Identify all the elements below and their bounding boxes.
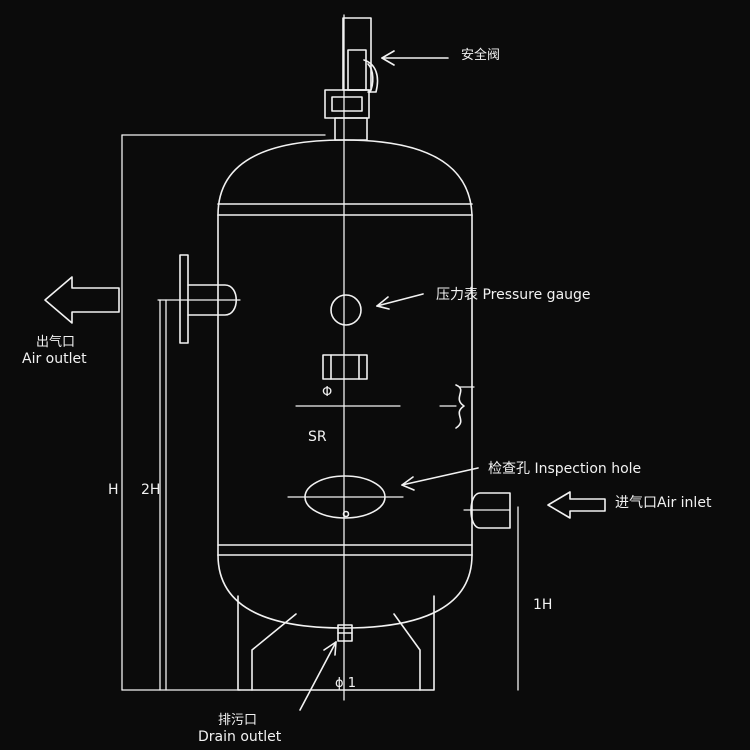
- inlet-arrow: [547, 491, 606, 519]
- drain-outlet: [299, 624, 353, 711]
- outlet-arrow: [44, 276, 120, 324]
- air-outlet-label-en: Air outlet: [22, 351, 87, 367]
- air-outlet-nozzle: [157, 254, 241, 344]
- phi1-label: ϕ 1: [335, 676, 356, 691]
- sr-label: SR: [308, 429, 327, 445]
- dimension-2h-label: 2H: [141, 482, 161, 498]
- dimension-h: [121, 134, 326, 691]
- dimension-1h-label: 1H: [533, 597, 553, 613]
- drain-outlet-label-cn: 排污口: [218, 713, 258, 728]
- air-outlet-label-cn: 出气口: [36, 335, 76, 350]
- phi-fitting: [322, 354, 368, 380]
- dimension-h-label: H: [108, 482, 119, 498]
- pressure-gauge-leader: [376, 293, 424, 307]
- safety-valve: [324, 17, 379, 141]
- tank-legs: [237, 595, 435, 691]
- phi-label: Φ: [322, 385, 333, 400]
- safety-valve-label: 安全阀: [461, 48, 501, 63]
- pressure-gauge-port: [330, 294, 362, 326]
- pressure-gauge-label: 压力表 Pressure gauge: [436, 287, 591, 303]
- inspection-leader: [401, 467, 479, 486]
- tank-body: [217, 139, 473, 629]
- drain-outlet-label-en: Drain outlet: [198, 729, 282, 745]
- air-inlet-nozzle: [463, 492, 519, 691]
- air-inlet-label: 进气口Air inlet: [615, 495, 712, 511]
- break-line: [455, 384, 465, 429]
- inspection-hole-label: 检查孔 Inspection hole: [488, 461, 642, 477]
